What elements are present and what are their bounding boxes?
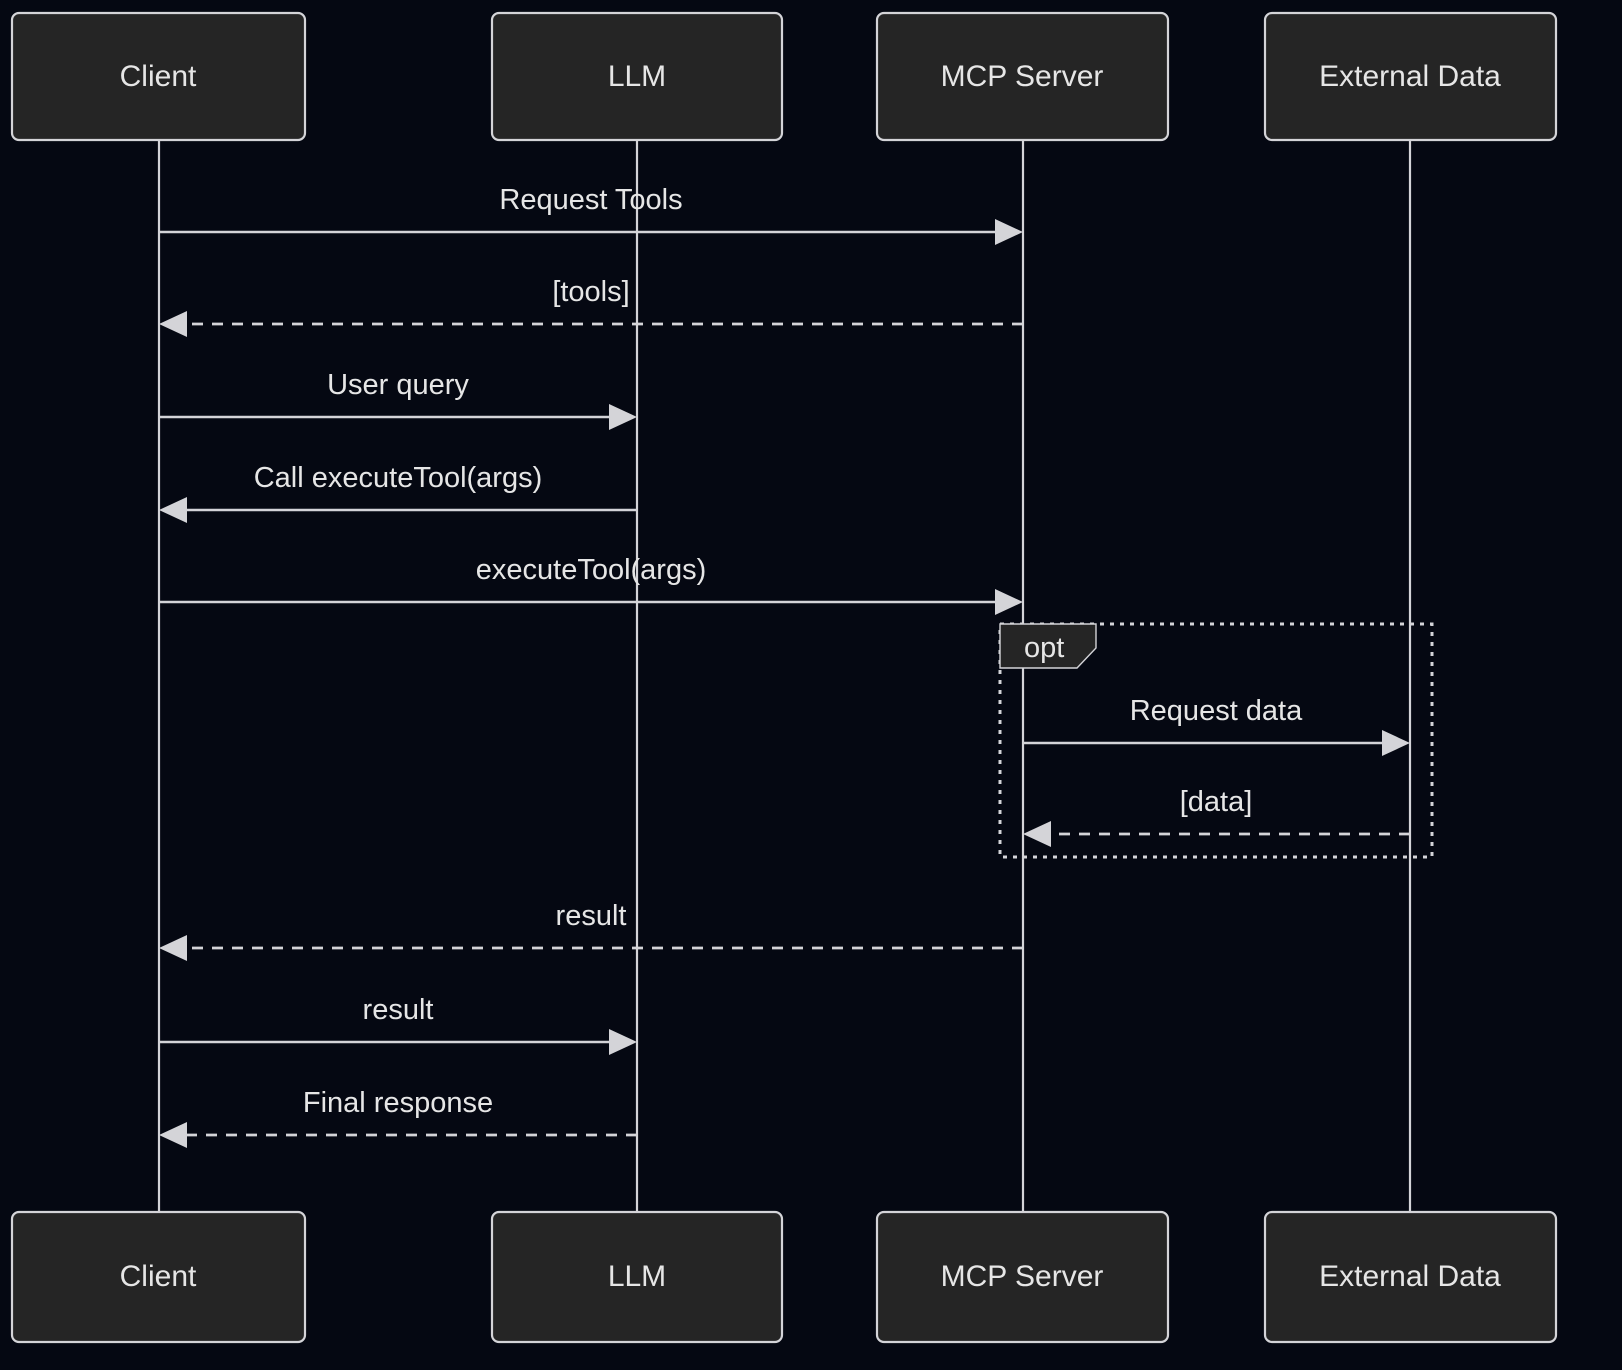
actor-box-mcp-server-top-rect xyxy=(875,11,1170,142)
lifelines-group xyxy=(157,140,1412,1212)
opt-fragment-tab-label: opt xyxy=(1024,632,1064,664)
message-request-tools[interactable]: Request Tools xyxy=(159,184,1023,245)
actor-box-llm-top-rect xyxy=(490,11,784,142)
message-arrowhead-result-to-llm xyxy=(609,1029,637,1055)
message-arrowhead-execute-tool xyxy=(995,589,1023,615)
actor-box-llm-top[interactable]: LLM xyxy=(490,11,784,142)
actor-label-llm-bottom: LLM xyxy=(608,1260,666,1293)
message-tools-response[interactable]: [tools] xyxy=(159,276,1023,337)
actor-box-mcp-server-top[interactable]: MCP Server xyxy=(875,11,1170,142)
message-label-call-execute-tool: Call executeTool(args) xyxy=(254,462,543,494)
message-arrowhead-call-execute-tool xyxy=(159,497,187,523)
actor-boxes-bottom: Client LLM MCP Server External Data xyxy=(10,1210,1558,1344)
actor-label-client-top: Client xyxy=(120,60,197,93)
actor-box-mcp-server-bottom[interactable]: MCP Server xyxy=(875,1210,1170,1344)
message-final-response[interactable]: Final response xyxy=(159,1087,637,1148)
actor-label-client-bottom: Client xyxy=(120,1260,197,1293)
message-label-execute-tool: executeTool(args) xyxy=(476,554,707,586)
message-arrowhead-request-tools xyxy=(995,219,1023,245)
actor-box-client-top-rect xyxy=(10,11,307,142)
actor-label-mcp-server-bottom: MCP Server xyxy=(941,1260,1104,1293)
message-user-query[interactable]: User query xyxy=(159,369,637,430)
message-request-data[interactable]: Request data xyxy=(1023,695,1410,756)
opt-fragment[interactable]: opt xyxy=(998,622,1434,859)
message-result-to-client[interactable]: result xyxy=(159,900,1023,961)
message-arrowhead-user-query xyxy=(609,404,637,430)
message-label-tools-response: [tools] xyxy=(552,276,629,308)
message-arrowhead-data-response xyxy=(1023,821,1051,847)
actor-boxes-top: Client LLM MCP Server External Data xyxy=(10,11,1558,142)
messages-group: Request Tools [tools] User query Call ex… xyxy=(159,184,1410,1148)
message-label-result-to-llm: result xyxy=(363,994,434,1026)
message-arrowhead-request-data xyxy=(1382,730,1410,756)
actor-box-external-data-top[interactable]: External Data xyxy=(1263,11,1558,142)
actor-box-external-data-bottom[interactable]: External Data xyxy=(1263,1210,1558,1344)
actor-label-llm-top: LLM xyxy=(608,60,666,93)
message-label-data-response: [data] xyxy=(1180,786,1253,818)
message-result-to-llm[interactable]: result xyxy=(159,994,637,1055)
actor-box-llm-bottom-rect xyxy=(490,1210,784,1344)
actor-label-external-data-top: External Data xyxy=(1319,60,1501,93)
actor-box-client-top[interactable]: Client xyxy=(10,11,307,142)
message-label-user-query: User query xyxy=(327,369,469,401)
actor-box-external-data-bottom-rect xyxy=(1263,1210,1558,1344)
actor-box-client-bottom-rect xyxy=(10,1210,307,1344)
actor-box-external-data-top-rect xyxy=(1263,11,1558,142)
message-label-final-response: Final response xyxy=(303,1087,493,1119)
message-arrowhead-result-to-client xyxy=(159,935,187,961)
actor-box-llm-bottom[interactable]: LLM xyxy=(490,1210,784,1344)
message-call-execute-tool[interactable]: Call executeTool(args) xyxy=(159,462,637,523)
actor-box-mcp-server-bottom-rect xyxy=(875,1210,1170,1344)
message-execute-tool[interactable]: executeTool(args) xyxy=(159,554,1023,615)
message-arrowhead-final-response xyxy=(159,1122,187,1148)
message-label-result-to-client: result xyxy=(556,900,627,932)
opt-fragment-tab-shape xyxy=(999,623,1097,669)
actor-label-external-data-bottom: External Data xyxy=(1319,1260,1501,1293)
message-arrowhead-tools-response xyxy=(159,311,187,337)
message-label-request-data: Request data xyxy=(1130,695,1303,727)
opt-fragment-border xyxy=(998,622,1434,859)
actor-label-mcp-server-top: MCP Server xyxy=(941,60,1104,93)
message-label-request-tools: Request Tools xyxy=(499,184,682,216)
message-data-response[interactable]: [data] xyxy=(1023,786,1410,847)
actor-box-client-bottom[interactable]: Client xyxy=(10,1210,307,1344)
